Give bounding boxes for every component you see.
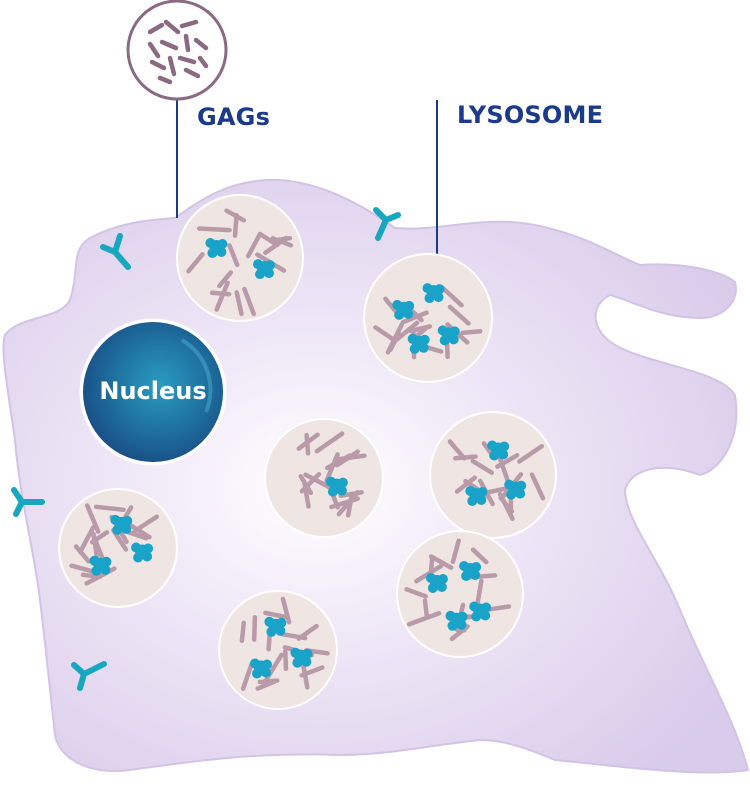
lysosome bbox=[396, 530, 524, 658]
lysosome bbox=[176, 194, 304, 322]
enzyme-icon bbox=[110, 514, 133, 535]
enzyme-icon bbox=[89, 555, 112, 576]
gag-molecule-icon bbox=[296, 431, 367, 518]
lysosome bbox=[218, 590, 338, 710]
enzyme-icon bbox=[392, 299, 415, 320]
lysosome bbox=[429, 411, 557, 539]
enzyme-icon bbox=[445, 610, 468, 631]
lysosome-group bbox=[58, 194, 557, 710]
nucleus-label: Nucleus bbox=[99, 377, 207, 405]
gag-molecule-icon bbox=[239, 596, 330, 691]
enzyme-icon bbox=[465, 486, 488, 506]
gag-molecule-icon bbox=[186, 208, 294, 317]
lysosome bbox=[363, 253, 493, 383]
nucleus bbox=[79, 318, 227, 466]
gag-magnifier bbox=[126, 0, 228, 218]
lysosome bbox=[264, 418, 384, 538]
enzyme-icon bbox=[131, 542, 154, 563]
receptor-icon bbox=[373, 207, 401, 241]
enzyme-icon bbox=[487, 440, 510, 461]
lysosome-label: LYSOSOME bbox=[457, 101, 604, 129]
gag-molecule-icon bbox=[147, 19, 209, 85]
enzyme-icon bbox=[459, 561, 482, 581]
receptor-icon bbox=[11, 487, 45, 517]
lysosome bbox=[58, 488, 178, 608]
receptor-icon bbox=[100, 233, 131, 270]
enzyme-icon bbox=[325, 476, 348, 497]
enzyme-icon bbox=[504, 479, 527, 500]
gag-molecule-icon bbox=[447, 439, 546, 521]
enzyme-icon bbox=[205, 238, 228, 258]
enzyme-icon bbox=[407, 333, 430, 354]
enzyme-icon bbox=[469, 601, 492, 622]
enzyme-icon bbox=[422, 283, 445, 304]
enzyme-icon bbox=[290, 647, 313, 668]
enzyme-icon bbox=[253, 259, 275, 280]
receptor-icon bbox=[71, 661, 107, 691]
enzyme-icon bbox=[437, 325, 460, 346]
enzyme-icon bbox=[425, 573, 448, 593]
enzyme-icon bbox=[250, 658, 272, 679]
enzyme-icon bbox=[264, 616, 287, 637]
gags-label: GAGs bbox=[197, 103, 271, 131]
